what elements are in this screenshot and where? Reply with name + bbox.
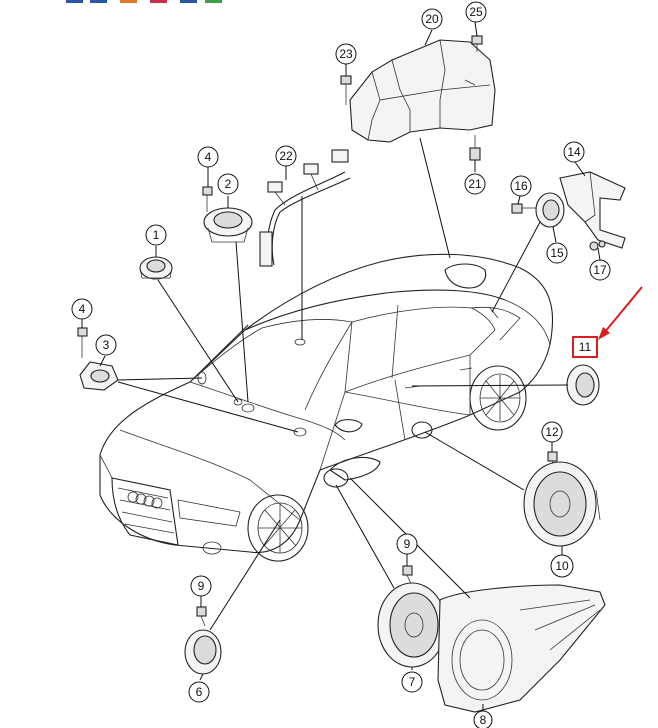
- svg-text:10: 10: [555, 559, 569, 573]
- toolbar-swatch[interactable]: [180, 0, 197, 3]
- callout-11-highlighted[interactable]: 11: [572, 336, 598, 358]
- callout-22[interactable]: 25: [465, 1, 487, 23]
- callouts: 20 25 23 21 22 4 2 1: [71, 1, 611, 728]
- callout-4[interactable]: 4: [197, 146, 219, 168]
- svg-text:9: 9: [404, 537, 411, 551]
- svg-text:17: 17: [593, 263, 607, 277]
- callout-4[interactable]: 4: [71, 298, 93, 320]
- callout-15[interactable]: 15: [546, 242, 568, 264]
- callout-3[interactable]: 3: [95, 334, 117, 356]
- callout-9[interactable]: 9: [190, 575, 212, 597]
- callout-7[interactable]: 7: [401, 671, 423, 693]
- door-panel-8-part: [437, 584, 606, 713]
- svg-text:11: 11: [579, 340, 592, 354]
- callout-14[interactable]: 14: [563, 141, 585, 163]
- svg-text:12: 12: [545, 425, 559, 439]
- toolbar-swatch[interactable]: [90, 0, 107, 3]
- callout-17[interactable]: 17: [589, 259, 611, 281]
- svg-text:25: 25: [469, 5, 483, 19]
- svg-text:15: 15: [550, 246, 564, 260]
- speaker-6-part: [184, 606, 222, 675]
- wiring-harness-part: [259, 149, 351, 267]
- tweeter-2-part: [202, 186, 253, 243]
- amplifier-housing-part: [349, 39, 496, 143]
- callout-9[interactable]: 9: [396, 533, 418, 555]
- callout-6[interactable]: 6: [188, 681, 210, 703]
- callout-20[interactable]: 20: [421, 8, 443, 30]
- speaker-1-part: [139, 256, 173, 280]
- svg-text:21: 21: [468, 177, 482, 191]
- toolbar-swatch[interactable]: [120, 0, 137, 3]
- callout-16[interactable]: 16: [510, 175, 532, 197]
- svg-text:3: 3: [103, 338, 110, 352]
- svg-text:2: 2: [225, 177, 232, 191]
- svg-text:22: 22: [279, 149, 293, 163]
- car-body: [99, 253, 554, 562]
- svg-text:1: 1: [153, 228, 160, 242]
- callout-25[interactable]: 22: [275, 145, 297, 167]
- callout-10[interactable]: 10: [550, 554, 574, 578]
- speaker-11-part: [566, 364, 600, 406]
- svg-text:4: 4: [205, 150, 212, 164]
- callout-23[interactable]: 23: [335, 43, 357, 65]
- svg-text:20: 20: [425, 12, 439, 26]
- svg-text:7: 7: [409, 675, 416, 689]
- svg-text:14: 14: [567, 145, 581, 159]
- callout-21[interactable]: 21: [464, 173, 486, 195]
- callout-1[interactable]: 1: [145, 224, 167, 246]
- speaker-7-part: [377, 582, 447, 668]
- callout-2[interactable]: 2: [217, 173, 239, 195]
- callout-8[interactable]: 8: [473, 710, 493, 728]
- svg-text:6: 6: [196, 685, 203, 699]
- svg-text:4: 4: [79, 302, 86, 316]
- toolbar-swatch[interactable]: [66, 0, 83, 3]
- svg-text:8: 8: [480, 713, 487, 727]
- svg-text:16: 16: [514, 179, 528, 193]
- toolbar-swatch[interactable]: [150, 0, 167, 3]
- screw-21-part: [469, 135, 481, 161]
- leader-lines: [81, 21, 601, 712]
- svg-text:23: 23: [339, 47, 353, 61]
- callout-12[interactable]: 12: [541, 421, 563, 443]
- toolbar-strip: [66, 0, 222, 3]
- speaker-15-part: [511, 171, 626, 251]
- svg-text:9: 9: [198, 579, 205, 593]
- toolbar-swatch[interactable]: [205, 0, 222, 3]
- highlight-arrow: [598, 286, 643, 340]
- speaker-10-part: [523, 461, 601, 547]
